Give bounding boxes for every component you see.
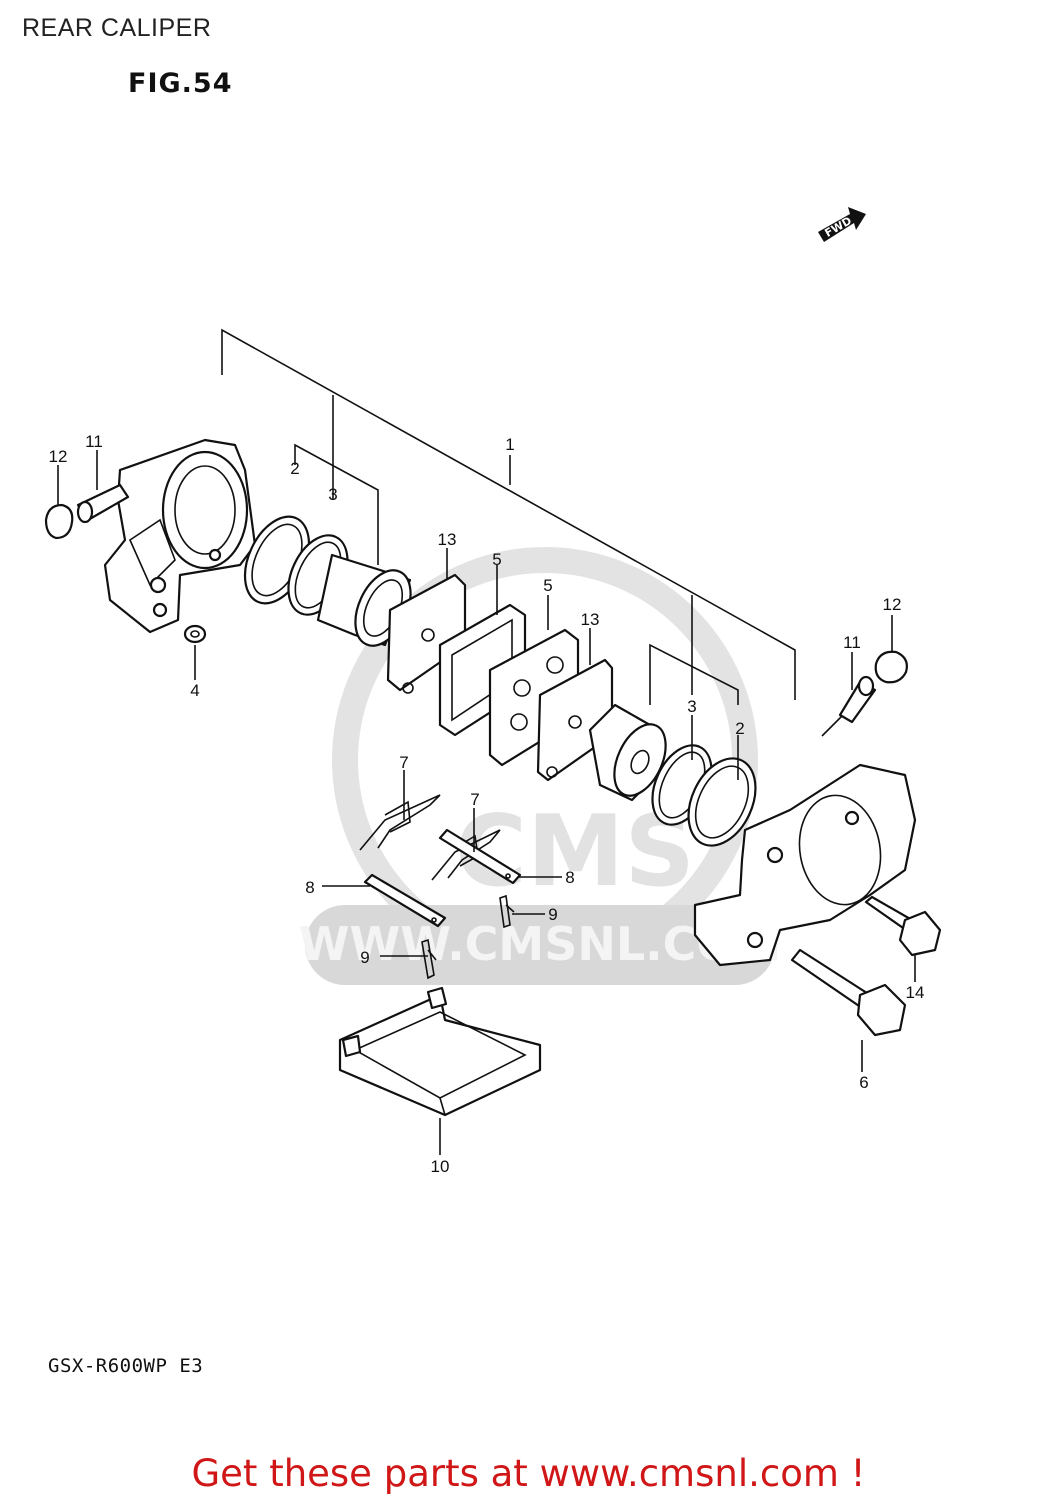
callout-13-left: 13 <box>438 530 457 549</box>
page-title: REAR CALIPER <box>22 14 212 42</box>
assembly-bracket <box>221 328 796 705</box>
caliper-pad-cover <box>338 986 542 1117</box>
left-bleeder-valve <box>76 483 130 524</box>
callout-1: 1 <box>505 435 514 454</box>
callout-12-left: 12 <box>49 447 68 466</box>
caliper-pivot-bolt <box>790 948 907 1037</box>
callout-6: 6 <box>859 1073 868 1092</box>
shop-link[interactable]: Get these parts at www.cmsnl.com ! <box>191 1452 866 1495</box>
callout-5-left: 5 <box>492 550 501 569</box>
caliper-mounting-bolt <box>864 895 942 957</box>
pin-clip-left <box>421 938 437 980</box>
callout-labels: 1 2 2 3 3 4 5 5 6 7 7 8 8 9 9 10 11 11 1… <box>49 432 925 1176</box>
callout-8-left: 8 <box>305 878 314 897</box>
callout-3-right: 3 <box>687 697 696 716</box>
left-caliper-body <box>103 438 257 634</box>
callout-leaders <box>57 450 916 1155</box>
pad-spring-left <box>359 794 441 851</box>
figure-number: FIG.54 <box>128 68 233 99</box>
pin-clip-right <box>499 894 515 929</box>
washer <box>183 624 207 644</box>
pad-pin-left <box>363 873 447 928</box>
callout-11-left: 11 <box>85 432 103 451</box>
right-caliper-body <box>693 763 917 967</box>
callout-2-left: 2 <box>290 459 299 478</box>
callout-2-right: 2 <box>735 719 744 738</box>
pad-pin-right <box>438 828 522 885</box>
forward-arrow-icon: FWD <box>818 207 866 242</box>
callout-9-right: 9 <box>548 905 557 924</box>
callout-5-right: 5 <box>543 576 552 595</box>
callout-7-left: 7 <box>399 753 408 772</box>
callout-7-right: 7 <box>470 790 479 809</box>
left-bleeder-cap <box>44 503 74 540</box>
callout-3-left: 3 <box>328 485 337 504</box>
right-bleeder-valve <box>838 675 877 724</box>
callout-8-right: 8 <box>565 868 574 887</box>
callout-11-right: 11 <box>843 633 861 652</box>
callout-4: 4 <box>190 681 199 700</box>
callout-9-left: 9 <box>360 948 369 967</box>
callout-14: 14 <box>906 983 925 1002</box>
callout-12-right: 12 <box>883 595 902 614</box>
callout-10: 10 <box>431 1157 450 1176</box>
fwd-label: FWD <box>823 214 854 240</box>
right-piston <box>588 703 667 802</box>
model-code: GSX-R600WP E3 <box>48 1355 204 1377</box>
right-bleeder-cap <box>874 650 908 684</box>
callout-13-right: 13 <box>581 610 600 629</box>
